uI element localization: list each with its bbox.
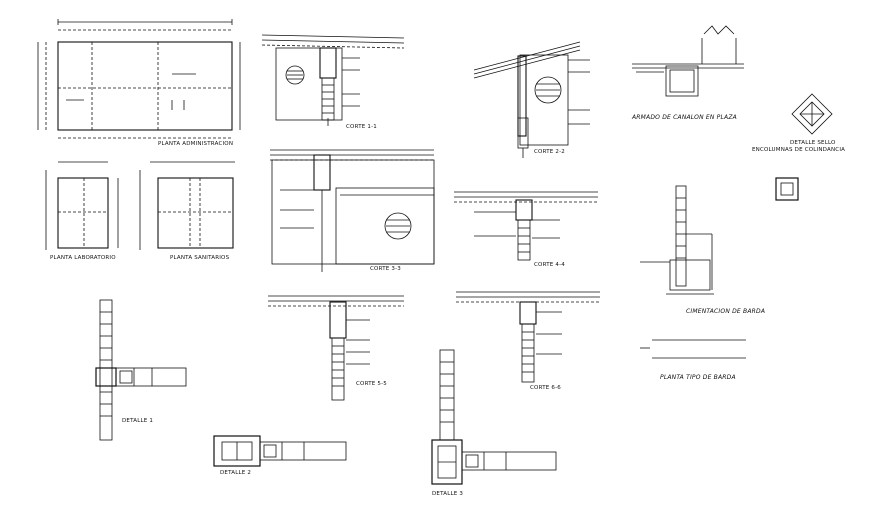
detalle-2 (213, 435, 347, 467)
label-encolumnas-colindancia: ENCOLUMNAS DE COLINDANCIA (752, 147, 846, 153)
planta-administracion (37, 19, 241, 139)
corte-4-4 (454, 191, 598, 261)
label-armado-canalon: ARMADO DE CANALON EN PLAZA (632, 114, 737, 121)
label-detalle-1: DETALLE 1 (122, 418, 154, 424)
label-corte-4-4: CORTE 4-4 (534, 262, 565, 268)
planta-sanitarios (139, 161, 235, 250)
corte-1-1 (261, 34, 405, 126)
label-detalle-sello: DETALLE SELLO (790, 140, 836, 146)
detalle-sello (791, 93, 833, 135)
label-corte-3-3: CORTE 3-3 (370, 266, 401, 272)
label-corte-1-1: CORTE 1-1 (346, 124, 377, 130)
cimentacion-barda (640, 185, 714, 295)
corte-6-6 (456, 291, 600, 383)
detalle-columna (775, 177, 799, 201)
planta-tipo-barda (640, 339, 746, 359)
corte-2-2 (473, 41, 590, 158)
label-planta-sanitarios: PLANTA SANITARIOS (170, 255, 230, 261)
label-detalle-3: DETALLE 3 (432, 491, 464, 497)
label-planta-laboratorio: PLANTA LABORATORIO (50, 255, 116, 261)
armado-canalon (632, 25, 744, 97)
label-cimentacion-barda: CIMENTACION DE BARDA (686, 308, 766, 315)
label-planta-tipo-barda: PLANTA TIPO DE BARDA (660, 374, 736, 381)
corte-5-5 (268, 295, 404, 401)
label-corte-6-6: CORTE 6-6 (530, 385, 561, 391)
label-corte-5-5: CORTE 5-5 (356, 381, 387, 387)
detalle-1 (95, 299, 187, 441)
corte-3-3 (270, 149, 435, 272)
label-corte-2-2: CORTE 2-2 (534, 149, 565, 155)
label-detalle-2: DETALLE 2 (220, 470, 252, 476)
planta-laboratorio (45, 161, 119, 250)
label-planta-administracion: PLANTA ADMINISTRACION (158, 141, 234, 147)
detalle-3 (431, 349, 557, 485)
